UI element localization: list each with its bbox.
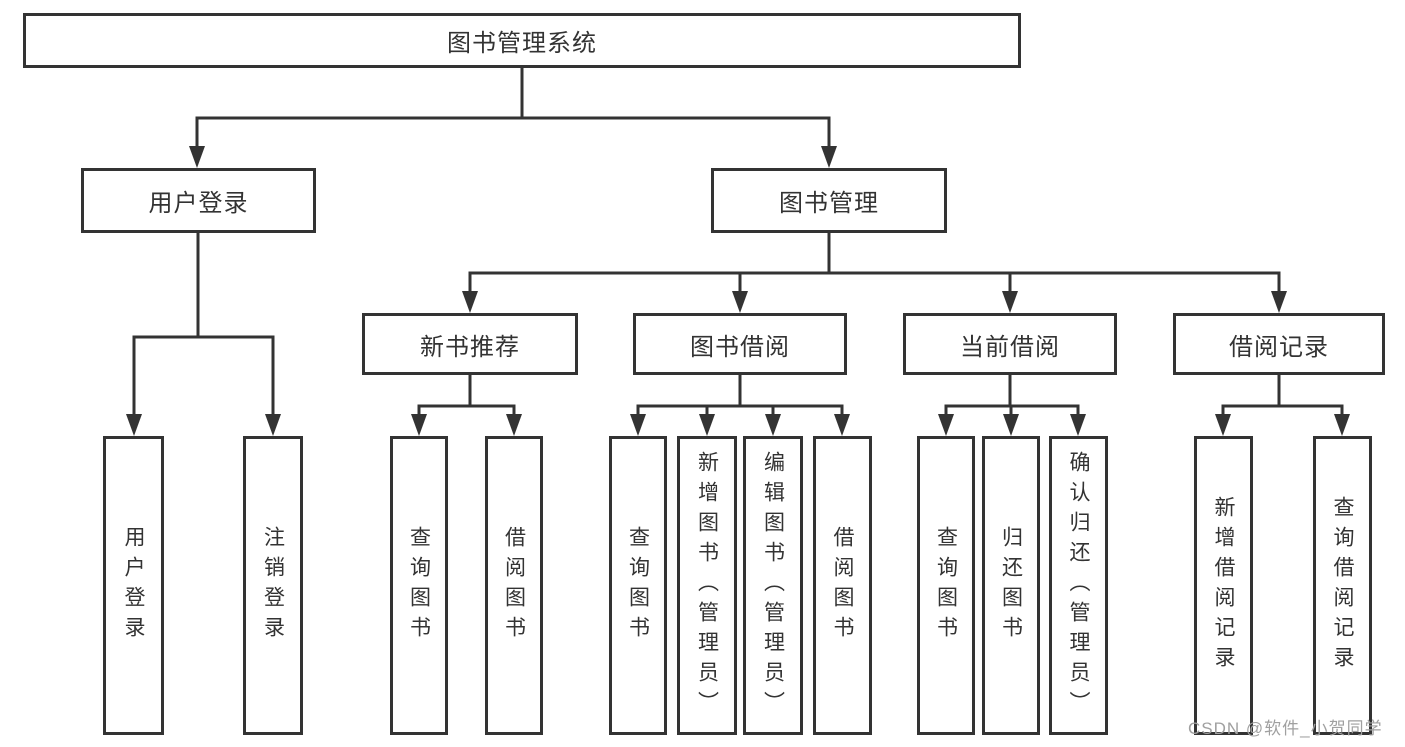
leaf-edit-books-admin-label: 编辑图书（管理员） — [761, 450, 785, 721]
leaf-query-books-current: 查询图书 — [917, 436, 975, 735]
leaf-user-login: 用户登录 — [103, 436, 164, 735]
node-user-login-group-label: 用户登录 — [148, 190, 249, 217]
arrow-down-icon — [699, 414, 715, 436]
leaf-borrow-books-borrowing: 借阅图书 — [813, 436, 872, 735]
node-user-login-group: 用户登录 — [81, 168, 316, 233]
arrow-down-icon — [462, 291, 478, 313]
arrow-down-icon — [126, 414, 142, 436]
leaf-borrow-books-borrowing-label: 借阅图书 — [831, 525, 854, 646]
watermark-text: CSDN @软件_小贺同学 — [1188, 719, 1383, 738]
leaf-confirm-return-admin: 确认归还（管理员） — [1049, 436, 1108, 735]
leaf-query-books-borrowing-label: 查询图书 — [626, 525, 650, 646]
arrow-down-icon — [411, 414, 427, 436]
leaf-return-books-label: 归还图书 — [999, 525, 1023, 646]
leaf-query-books-recommend-label: 查询图书 — [407, 525, 431, 646]
arrow-down-icon — [189, 146, 205, 168]
node-current-borrowing: 当前借阅 — [903, 313, 1117, 375]
leaf-borrow-books-recommend: 借阅图书 — [485, 436, 543, 735]
node-book-borrowing: 图书借阅 — [633, 313, 847, 375]
leaf-logout: 注销登录 — [243, 436, 303, 735]
leaf-query-books-current-label: 查询图书 — [934, 525, 958, 646]
node-book-borrowing-label: 图书借阅 — [690, 333, 790, 361]
leaf-add-borrow-record-label: 新增借阅记录 — [1212, 495, 1235, 676]
node-current-borrowing-label: 当前借阅 — [960, 333, 1060, 361]
node-borrowing-records-label: 借阅记录 — [1229, 333, 1329, 361]
node-book-management-label: 图书管理 — [779, 190, 879, 217]
leaf-borrow-books-recommend-label: 借阅图书 — [502, 525, 526, 646]
arrow-down-icon — [1215, 414, 1231, 436]
arrow-down-icon — [1271, 291, 1287, 313]
node-borrowing-records: 借阅记录 — [1173, 313, 1385, 375]
node-book-management: 图书管理 — [711, 168, 947, 233]
leaf-query-books-recommend: 查询图书 — [390, 436, 448, 735]
arrow-down-icon — [834, 414, 850, 436]
leaf-confirm-return-admin-label: 确认归还（管理员） — [1067, 450, 1090, 721]
node-root: 图书管理系统 — [23, 13, 1021, 68]
node-new-book-recommendation-label: 新书推荐 — [420, 333, 520, 361]
leaf-add-borrow-record: 新增借阅记录 — [1194, 436, 1253, 735]
arrow-down-icon — [1334, 414, 1350, 436]
arrow-down-icon — [1003, 414, 1019, 436]
leaf-edit-books-admin: 编辑图书（管理员） — [743, 436, 803, 735]
arrow-down-icon — [1070, 414, 1086, 436]
node-new-book-recommendation: 新书推荐 — [362, 313, 578, 375]
leaf-logout-label: 注销登录 — [261, 525, 285, 646]
arrow-down-icon — [732, 291, 748, 313]
leaf-add-books-admin-label: 新增图书（管理员） — [695, 450, 719, 721]
leaf-query-books-borrowing: 查询图书 — [609, 436, 667, 735]
leaf-user-login-label: 用户登录 — [122, 525, 145, 646]
arrow-down-icon — [938, 414, 954, 436]
arrow-down-icon — [265, 414, 281, 436]
node-root-label: 图书管理系统 — [447, 30, 597, 57]
arrow-down-icon — [1002, 291, 1018, 313]
leaf-return-books: 归还图书 — [982, 436, 1040, 735]
arrow-down-icon — [765, 414, 781, 436]
arrow-down-icon — [506, 414, 522, 436]
leaf-query-borrow-record: 查询借阅记录 — [1313, 436, 1372, 735]
leaf-add-books-admin: 新增图书（管理员） — [677, 436, 737, 735]
leaf-query-borrow-record-label: 查询借阅记录 — [1331, 495, 1354, 676]
arrow-down-icon — [630, 414, 646, 436]
arrow-down-icon — [821, 146, 837, 168]
